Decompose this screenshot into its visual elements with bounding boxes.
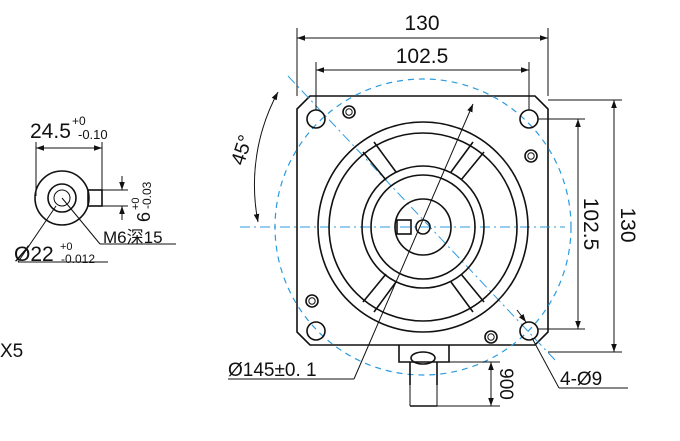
shaft-boss-circle: [394, 198, 452, 256]
holes-leader-arrow: [516, 309, 527, 323]
centerline-diag: [287, 75, 556, 361]
front-key: [396, 219, 412, 235]
small-holes: [305, 105, 538, 344]
angle-arc: [253, 91, 279, 223]
pcd-label: Ø145±0. 1: [228, 360, 317, 381]
key-tol-lower: -0.03: [140, 181, 154, 209]
body-rim-circle: [328, 132, 518, 322]
diameter-leader: [17, 205, 57, 263]
small-hole-2: [524, 149, 538, 163]
hub-outer-circle: [361, 165, 485, 289]
thread-label: M6深15: [103, 228, 163, 247]
angle-label: 45°: [227, 132, 257, 168]
shaft-dia-tol-lower: -0.012: [61, 252, 95, 266]
ribs: [362, 141, 485, 313]
dim-130-top: 130: [404, 12, 439, 35]
shaft-inner-circle: [47, 183, 77, 213]
thread-hole: [53, 189, 71, 207]
hole-bottom-left: [306, 321, 326, 341]
shaft-key: [87, 189, 103, 207]
cable-outlet: [398, 345, 450, 407]
small-hole-3: [305, 294, 319, 308]
key-height-label: 6: [134, 212, 154, 222]
small-hole-2-inner: [527, 152, 535, 160]
small-hole-4: [484, 330, 498, 344]
shaft-width-label: 24.5: [30, 120, 71, 143]
dim-1025-top: 102.5: [396, 45, 449, 68]
front-view: 130 102.5 102.5 130 45° Ø145±0. 1 4-Ø9 9…: [227, 12, 639, 407]
flange-outline: [296, 95, 549, 346]
cable-end: [410, 351, 436, 365]
hole-top-right: [519, 109, 539, 129]
dim-1025-right: 102.5: [579, 198, 602, 251]
body-outer-circle: [317, 121, 529, 333]
pcd-leader: [353, 103, 474, 380]
small-hole-4-inner: [487, 333, 495, 341]
rib-bottom-right: [450, 273, 485, 313]
small-hole-3-inner: [308, 297, 316, 305]
dim-130-right: 130: [616, 207, 639, 242]
hole-bottom-right: [519, 321, 539, 341]
shaft-width-tol-lower: -0.10: [78, 127, 108, 142]
thread-leader: [61, 197, 101, 245]
key-tol-upper: +0: [130, 197, 142, 210]
cable-sleeve: [409, 362, 438, 385]
left-edge-fragment: X5: [0, 341, 23, 362]
shaft-outline: [34, 170, 90, 226]
key-dim-group: 6 +0 -0.03: [130, 181, 154, 222]
shaft-dia-tol-upper: +0: [60, 241, 73, 253]
rib-top-right: [450, 141, 485, 181]
shaft-width-tol-upper: +0: [72, 114, 86, 128]
small-hole-1: [342, 105, 356, 119]
rib-bottom-left: [362, 273, 397, 313]
cable-gland: [398, 345, 450, 363]
rib-top-left: [362, 141, 397, 181]
cable-length-label: 900: [495, 368, 516, 400]
holes-label: 4-Ø9: [560, 369, 602, 390]
shaft-view: 24.5 +0 -0.10 6 +0 -0.03 M6深15 Ø22 +0 -0…: [14, 114, 176, 266]
shaft-diameter-label: Ø22: [14, 243, 54, 266]
holes-leader: [531, 337, 560, 389]
small-hole-1-inner: [345, 108, 353, 116]
hub-rim-circle: [370, 174, 476, 280]
